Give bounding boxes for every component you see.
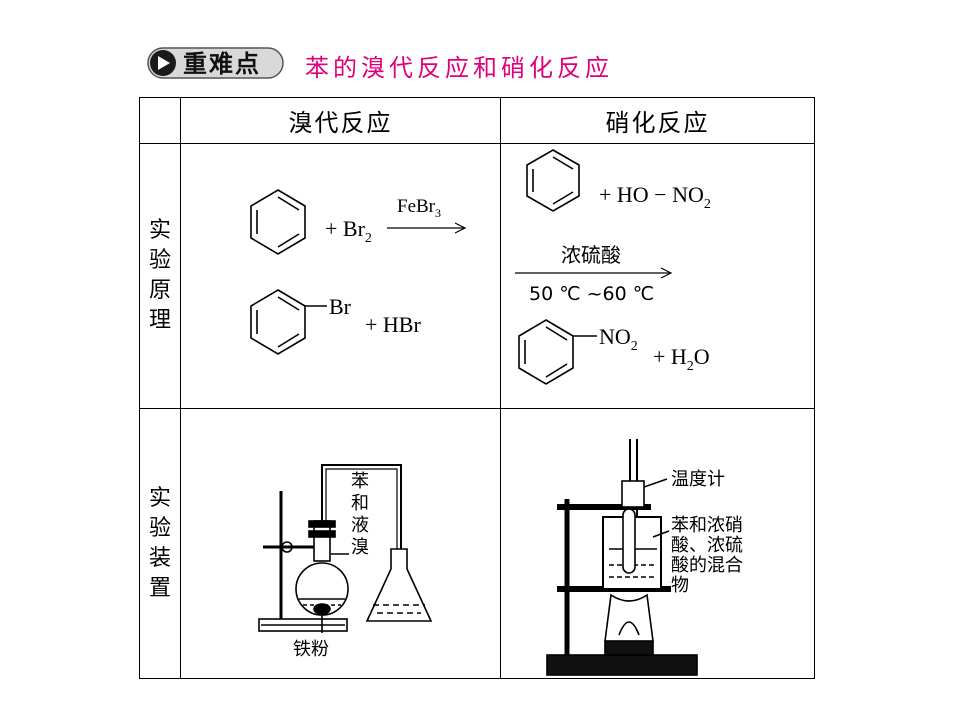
label-benzene-char-2: 和 [351,493,369,514]
row-label-apparatus-text: 实验装置 [140,484,180,604]
label-mixture-line-4: 物 [671,575,689,596]
badge-label: 重难点 [183,50,261,78]
row-label-principle-text: 实验原理 [140,216,180,336]
row-label-char: 实 [148,218,171,243]
col-header-bromination: 溴代反应 [180,97,501,144]
label-benzene-char-3: 液 [351,515,369,536]
reagent-hno3: + HO − NO [599,182,704,207]
label-thermometer: 温度计 [671,469,725,490]
nitration-apparatus-cell: 温度计 苯和浓硝 酸、浓硫 酸的混合 物 [500,408,815,679]
row-label-char: 原 [148,278,171,303]
catalyst-sub: 3 [435,206,441,220]
label-iron-powder: 铁粉 [293,639,329,660]
row-label-apparatus: 实验装置 [139,408,181,679]
row-label-char: 实 [148,485,171,511]
row-label-char: 装 [148,545,171,571]
product-no2: NO [599,324,631,349]
label-benzene-char-1: 苯 [351,471,369,492]
reagent-br2-sub: 2 [365,231,372,246]
svg-text:FeBr3: FeBr3 [397,196,441,220]
label-mixture-line-3: 酸的混合 [671,555,743,576]
label-benzene-char-4: 溴 [351,537,369,558]
byproduct-hbr: + HBr [365,312,421,337]
byproduct-h2o: + H [653,344,687,369]
condition-temp: 50 ℃ ~60 ℃ [529,283,654,305]
byproduct-h2o-sub: 2 [687,359,694,374]
reagent-hno3-sub: 2 [704,197,711,212]
row-label-char: 验 [148,248,171,273]
row-label-principle: 实验原理 [139,143,181,409]
benzene-ring-icon [250,189,306,255]
product-no2-sub: 2 [631,339,638,354]
bromination-principle-cell: + Br2 FeBr3 Br + HBr [180,143,501,409]
svg-text:+ HO − NO2: + HO − NO2 [599,182,711,212]
product-br: Br [329,294,352,319]
nitration-principle-cell: + HO − NO2 浓硫酸 50 ℃ ~60 ℃ NO2 + H2O [500,143,815,409]
nitration-equation: + HO − NO2 浓硫酸 50 ℃ ~60 ℃ NO2 + H2O [515,149,711,385]
bromination-equation: + Br2 FeBr3 Br + HBr [250,189,467,355]
svg-text:+ H2O: + H2O [653,344,710,374]
bromination-apparatus-cell: 苯 和 液 溴 铁粉 [180,408,501,679]
benzene-ring-icon [526,149,580,212]
bromobenzene-ring-icon [250,289,327,355]
svg-text:+ Br2: + Br2 [325,216,372,246]
comparison-table: 溴代反应 硝化反应 实验原理 + Br2 FeBr3 [139,97,815,679]
nitrobenzene-ring-icon [518,319,597,385]
row-label-char: 置 [148,575,171,601]
page-title: 苯的溴代反应和硝化反应 [305,54,613,82]
label-mixture-line-2: 酸、浓硫 [671,535,743,556]
condition-acid: 浓硫酸 [561,243,621,267]
row-label-char: 验 [148,515,171,541]
svg-text:NO2: NO2 [599,324,638,354]
col-header-nitration: 硝化反应 [500,97,815,144]
reagent-br2: + Br [325,216,366,241]
corner-cell [139,97,181,144]
byproduct-h2o-end: O [694,344,710,369]
row-label-char: 理 [148,308,171,333]
bromination-apparatus: 苯 和 液 溴 铁粉 [258,464,433,660]
label-mixture-line-1: 苯和浓硝 [671,515,743,536]
nitration-apparatus: 温度计 苯和浓硝 酸、浓硫 酸的混合 物 [546,439,743,676]
key-point-badge: 重难点 [147,47,284,79]
catalyst-febr3: FeBr [397,196,436,217]
